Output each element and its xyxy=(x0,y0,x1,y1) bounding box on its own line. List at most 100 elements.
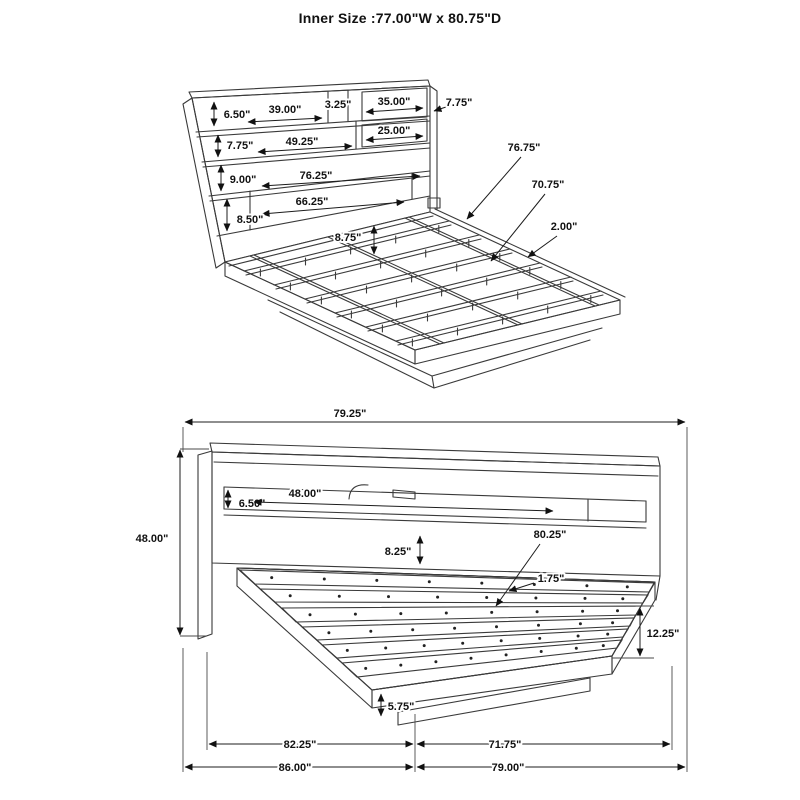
dim-overall-depth: 86.00" xyxy=(184,760,414,776)
screw-dot xyxy=(574,646,578,650)
screw-dot xyxy=(461,641,465,645)
screw-dot xyxy=(434,660,438,664)
screw-dot xyxy=(399,612,403,616)
dim-second-row-height: 7.75" xyxy=(214,134,255,158)
dim-slat-span: 71.75" xyxy=(416,737,671,753)
dim-top-shelf-height: 6.50" xyxy=(210,101,252,127)
screw-dot xyxy=(539,650,543,653)
dim-base-height: 5.75" xyxy=(377,693,416,717)
screw-dot xyxy=(504,653,508,657)
dim-label: 71.75" xyxy=(489,739,522,751)
screw-dot xyxy=(322,577,326,581)
dim-overall-width: 79.25" xyxy=(184,406,686,426)
screw-dot xyxy=(532,583,536,586)
bottom-view-drawing: 79.25" 48.00" 6.50" 48.00" 8.25" 80.25" xyxy=(134,406,688,776)
dim-label: 2.00" xyxy=(551,221,578,233)
reading-light xyxy=(348,484,369,500)
screw-dot xyxy=(625,585,629,589)
dim-left-opening-width: 39.00" xyxy=(247,102,323,126)
screw-dot xyxy=(422,644,426,648)
screw-dot xyxy=(387,595,390,599)
platform-deck xyxy=(236,567,656,726)
dim-deck-length: 82.25" xyxy=(208,737,414,753)
dim-label: 6.50" xyxy=(224,109,251,121)
dim-slat-thickness: 1.75" xyxy=(508,571,566,593)
dim-right-lower-opening-width: 25.00" xyxy=(365,123,424,143)
page-title: Inner Size :77.00"W x 80.75"D xyxy=(298,10,502,26)
dim-label: 5.75" xyxy=(388,701,415,713)
dim-right-cap-height: 7.75" xyxy=(433,95,474,112)
dim-label: 48.00" xyxy=(289,488,322,500)
dim-slat-area-depth: 70.75" xyxy=(490,177,566,262)
screw-dot xyxy=(621,597,625,601)
dim-label: 66.25" xyxy=(296,196,329,208)
dim-label: 86.00" xyxy=(279,762,312,774)
dim-side-height: 12.25" xyxy=(636,607,681,657)
top-view-drawing: 6.50" 39.00" 3.25" 35.00" 7.75" 7.75" xyxy=(182,79,626,389)
dim-label: 6.50" xyxy=(239,498,266,510)
screw-dot xyxy=(499,639,503,643)
dim-label: 8.50" xyxy=(237,214,264,226)
screw-dot xyxy=(583,596,587,600)
dim-label: 9.00" xyxy=(230,174,257,186)
screw-dot xyxy=(534,596,538,600)
screw-dot xyxy=(436,595,440,599)
screw-dot xyxy=(411,628,415,632)
screw-dot xyxy=(308,613,312,617)
dim-divider-width: 3.25" xyxy=(323,97,354,113)
dim-label: 3.25" xyxy=(325,99,352,111)
dim-label: 76.25" xyxy=(300,170,333,182)
dim-label: 25.00" xyxy=(378,125,411,137)
dim-overall-width-bottom: 79.00" xyxy=(416,760,686,776)
dim-shelf-opening-height: 6.50" xyxy=(224,489,267,512)
dim-slat-gap: 8.75" xyxy=(333,225,378,255)
screw-dot xyxy=(453,626,457,630)
dim-inner-width: 76.25" xyxy=(261,168,421,190)
dim-label: 70.75" xyxy=(532,179,565,191)
screw-dot xyxy=(485,596,489,599)
screw-dot xyxy=(535,610,539,614)
dim-platform-depth: 80.25" xyxy=(495,527,568,607)
screw-dot xyxy=(345,648,349,652)
screw-dot xyxy=(578,622,582,626)
screw-dot xyxy=(480,581,484,585)
screw-dot xyxy=(490,610,494,614)
platform-slat-frame xyxy=(224,208,626,389)
dim-label: 7.75" xyxy=(227,140,254,152)
screw-dot xyxy=(384,646,388,650)
dim-label: 8.25" xyxy=(385,546,412,558)
screw-dot xyxy=(270,576,274,580)
shelf-accessory xyxy=(392,489,416,500)
screw-dot xyxy=(369,629,373,633)
dim-label: 1.75" xyxy=(538,573,565,585)
screw-dot xyxy=(399,663,403,667)
dim-label: 79.25" xyxy=(334,408,367,420)
screw-dot xyxy=(585,584,589,588)
dim-label: 48.00" xyxy=(136,533,169,545)
screw-dot xyxy=(495,625,498,629)
dim-second-opening-width: 49.25" xyxy=(257,134,353,156)
dim-deck-height: 8.25" xyxy=(383,535,424,565)
dim-overall-height: 48.00" xyxy=(134,449,184,636)
dim-label: 49.25" xyxy=(286,136,319,148)
screw-dot xyxy=(364,666,368,670)
screw-dot xyxy=(611,621,615,625)
screw-dot xyxy=(576,634,580,638)
dim-label: 79.00" xyxy=(492,762,525,774)
dim-lower-row-height: 8.50" xyxy=(223,198,265,232)
screw-dot xyxy=(375,578,379,582)
dim-label: 7.75" xyxy=(446,97,473,109)
screw-dot xyxy=(538,636,542,640)
screw-dot xyxy=(606,632,610,636)
dim-label: 8.75" xyxy=(335,232,362,244)
dim-label: 76.75" xyxy=(508,142,541,154)
dim-label: 35.00" xyxy=(378,96,411,108)
dim-rail-thickness: 2.00" xyxy=(527,219,579,258)
screw-dot xyxy=(616,609,619,613)
dim-third-row-height: 9.00" xyxy=(217,164,258,192)
screw-dot xyxy=(427,580,431,584)
dim-label: 80.25" xyxy=(534,529,567,541)
screw-dot xyxy=(444,611,448,615)
